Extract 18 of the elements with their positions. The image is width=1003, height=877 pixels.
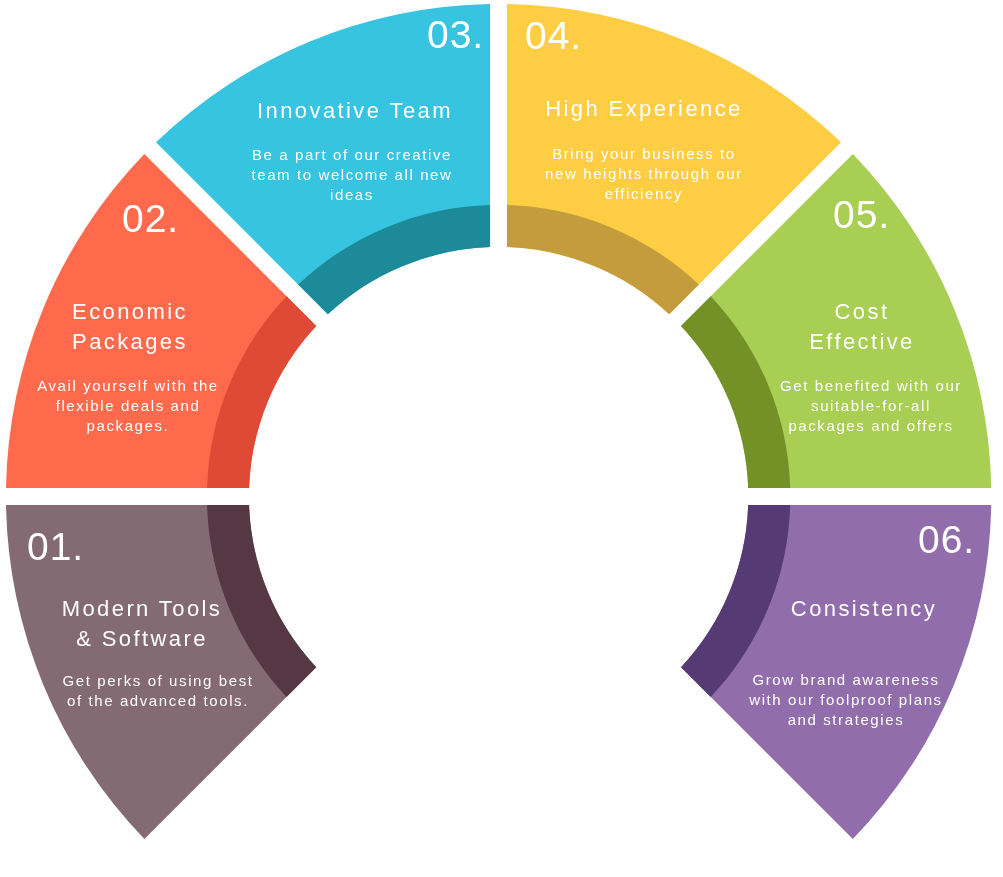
- segment-title: Modern Tools & Software: [60, 595, 224, 653]
- segment-title: Economic Packages: [71, 298, 189, 356]
- segment-title: Innovative Team: [256, 97, 454, 125]
- step-number: 06.: [918, 520, 976, 559]
- segment-description: Get benefited with our suitable-for-all packages and offers: [779, 376, 963, 436]
- step-number: 03.: [427, 15, 485, 54]
- segment-description: Avail yourself with the flexible deals and packages.: [36, 376, 220, 436]
- segment-title: High Experience: [544, 95, 744, 123]
- segment-title: Consistency: [789, 595, 939, 623]
- segment-description: Get perks of using best of the advanced tools.: [61, 671, 255, 711]
- step-number: 05.: [833, 195, 891, 234]
- step-number: 01.: [27, 527, 85, 566]
- step-number: 02.: [122, 199, 180, 238]
- segment-description: Grow brand awareness with our foolproof plans and strategies: [748, 670, 944, 730]
- segment-description: Be a part of our creative team to welcome all new ideas: [250, 145, 454, 205]
- segment-title: Cost Effective: [808, 298, 916, 356]
- segment-description: Bring your business to new heights through our efficiency: [544, 144, 744, 204]
- step-number: 04.: [525, 16, 583, 55]
